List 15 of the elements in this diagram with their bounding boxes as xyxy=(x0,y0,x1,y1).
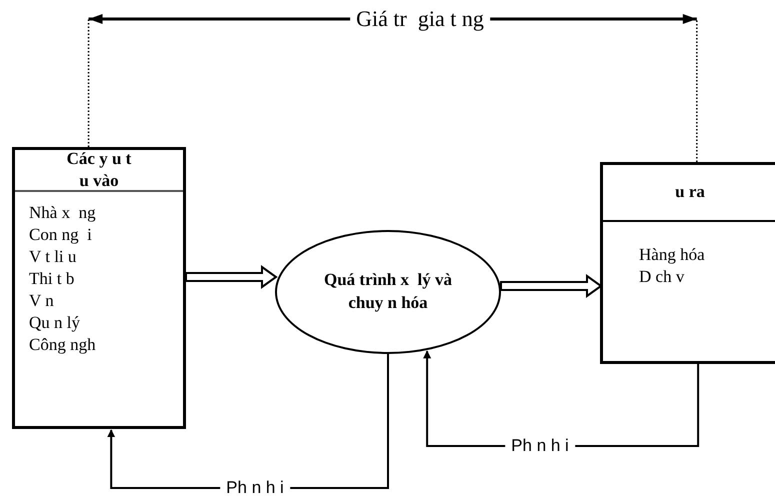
process-label: Quá trình x lý và chuy n hóa xyxy=(323,269,453,314)
input-box xyxy=(12,147,186,429)
input-item: V t li u xyxy=(29,246,76,268)
box-heading: Các y u t u vào xyxy=(66,148,132,192)
input-item: Thi t b xyxy=(29,268,74,290)
output-item: Hàng hóa D ch v xyxy=(639,244,706,288)
hollow-arrow xyxy=(185,265,278,289)
input-item: Công ngh xyxy=(29,334,96,356)
input-item: Qu n lý xyxy=(29,312,80,334)
input-item: Nhà x ng xyxy=(29,202,96,224)
hollow-arrow xyxy=(500,274,603,298)
input-item: V n xyxy=(29,290,54,312)
box-heading: u ra xyxy=(674,181,706,204)
output-box xyxy=(600,162,775,364)
input-item: Con ng i xyxy=(29,224,92,246)
